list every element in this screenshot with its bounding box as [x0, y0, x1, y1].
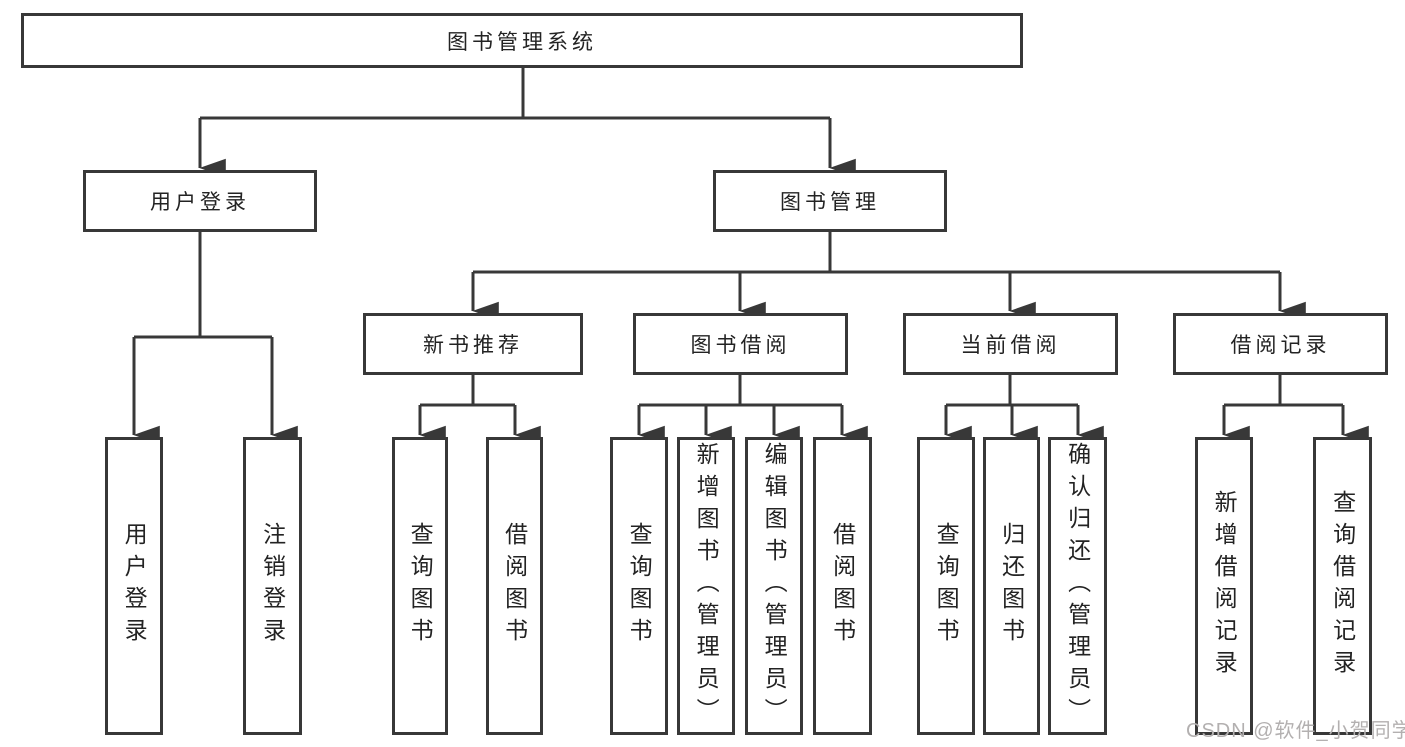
- csdn-watermark: CSDN @软件_小贺同学: [1186, 720, 1405, 742]
- leaf-borrow-borrow-book: 借阅图书: [813, 437, 872, 735]
- leaf-recommend-query-book-label: 查询图书: [407, 522, 434, 650]
- leaf-recommend-borrow-book: 借阅图书: [486, 437, 543, 735]
- node-root-system: 图书管理系统: [21, 13, 1023, 68]
- leaf-records-add-record-label: 新增借阅记录: [1211, 490, 1238, 682]
- node-borrow-records: 借阅记录: [1173, 313, 1388, 375]
- leaf-records-add-record: 新增借阅记录: [1195, 437, 1253, 735]
- leaf-current-query-book: 查询图书: [917, 437, 975, 735]
- node-book-borrow: 图书借阅: [633, 313, 848, 375]
- leaf-current-return-book-label: 归还图书: [998, 522, 1025, 650]
- leaf-borrow-borrow-book-label: 借阅图书: [829, 522, 856, 650]
- leaf-borrow-query-book-label: 查询图书: [626, 522, 653, 650]
- leaf-records-query-record: 查询借阅记录: [1313, 437, 1372, 735]
- node-new-book-recommend: 新书推荐: [363, 313, 583, 375]
- node-current-borrow: 当前借阅: [903, 313, 1118, 375]
- node-book-management: 图书管理: [713, 170, 947, 232]
- leaf-borrow-edit-book-admin: 编辑图书（管理员）: [745, 437, 803, 735]
- connector-rails: [134, 68, 1343, 407]
- leaf-recommend-borrow-book-label: 借阅图书: [501, 522, 528, 650]
- leaf-logout-login: 注销登录: [243, 437, 302, 735]
- leaf-logout-login-label: 注销登录: [259, 522, 286, 650]
- leaf-current-return-book: 归还图书: [983, 437, 1040, 735]
- leaf-borrow-add-book-admin: 新增图书（管理员）: [677, 437, 735, 735]
- leaf-user-login: 用户登录: [105, 437, 163, 735]
- leaf-borrow-edit-book-admin-label: 编辑图书（管理员）: [761, 442, 788, 730]
- leaf-borrow-add-book-admin-label: 新增图书（管理员）: [693, 442, 720, 730]
- leaf-records-query-record-label: 查询借阅记录: [1329, 490, 1356, 682]
- leaf-current-query-book-label: 查询图书: [933, 522, 960, 650]
- leaf-borrow-query-book: 查询图书: [610, 437, 668, 735]
- leaf-current-confirm-return-admin: 确认归还（管理员）: [1048, 437, 1107, 735]
- leaf-user-login-label: 用户登录: [121, 522, 148, 650]
- node-user-login: 用户登录: [83, 170, 317, 232]
- leaf-current-confirm-return-admin-label: 确认归还（管理员）: [1064, 442, 1091, 730]
- leaf-recommend-query-book: 查询图书: [392, 437, 448, 735]
